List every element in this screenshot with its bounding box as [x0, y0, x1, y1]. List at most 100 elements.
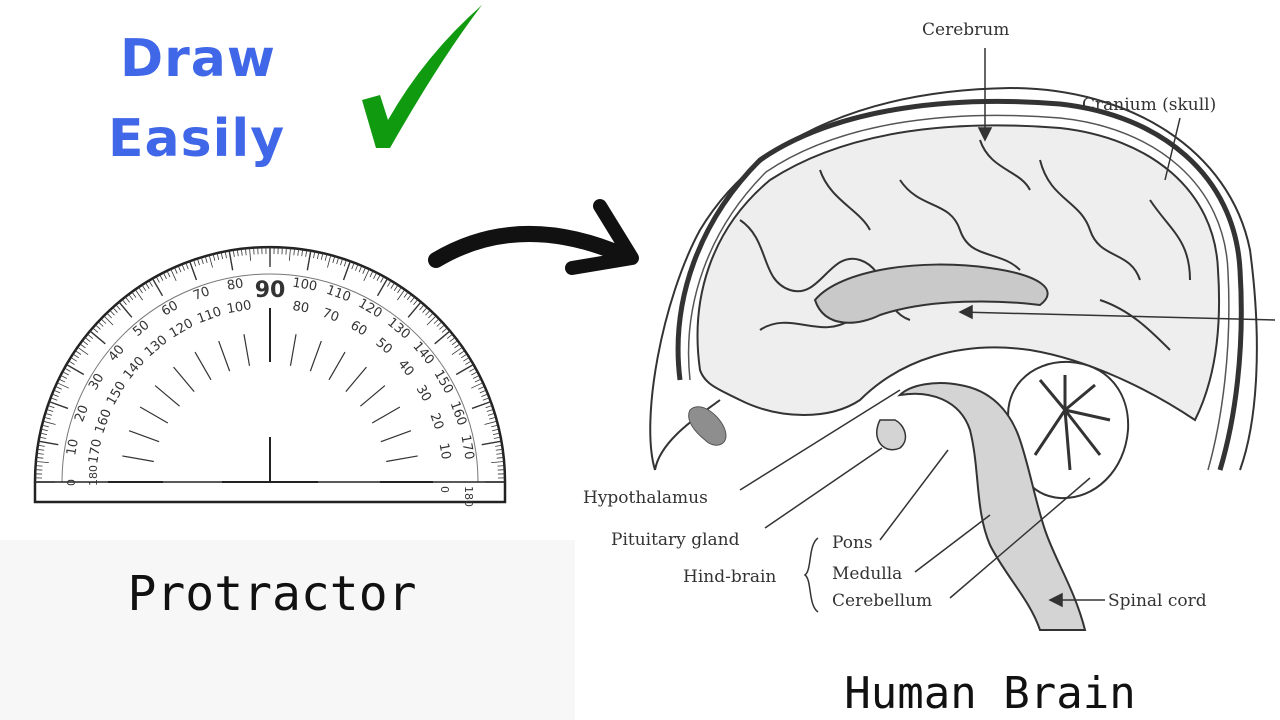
protractor-tick — [387, 280, 392, 287]
protractor-tick — [313, 251, 316, 259]
protractor-tick — [407, 301, 422, 318]
protractor-tick — [141, 284, 147, 292]
protractor-tick — [100, 318, 107, 324]
protractor-scale-label: 10 — [64, 438, 82, 457]
protractor-tick — [125, 296, 130, 303]
headline-line-1: Draw — [120, 29, 276, 89]
protractor-tick — [446, 333, 453, 339]
protractor-tick — [249, 247, 252, 261]
protractor-tick — [41, 424, 49, 428]
protractor-tick — [297, 248, 300, 256]
brain-head-outline — [649, 86, 1258, 471]
protractor-tick — [84, 337, 91, 342]
protractor-tick — [51, 393, 59, 397]
protractor-tick — [220, 252, 223, 260]
protractor-tick — [115, 304, 121, 311]
protractor-tick — [216, 252, 220, 260]
protractor-inner-tick — [328, 351, 346, 381]
curved-arrow-right-icon — [428, 225, 633, 268]
protractor-tick — [492, 432, 500, 435]
protractor-tick — [403, 291, 409, 298]
protractor-tick — [131, 291, 137, 298]
protractor-tick — [422, 307, 428, 313]
label-pons: Pons — [832, 533, 873, 553]
protractor-tick — [97, 321, 104, 327]
protractor-tick — [70, 357, 77, 362]
protractor-tick — [36, 457, 44, 459]
protractor-tick — [138, 286, 143, 294]
protractor-tick — [58, 378, 66, 383]
protractor-tick — [451, 340, 458, 346]
brain-stem — [897, 382, 1087, 631]
protractor-tick — [197, 258, 200, 266]
curved-arrow-head — [565, 199, 639, 275]
protractor-tick — [413, 299, 419, 306]
protractor-tick — [40, 428, 48, 432]
protractor-tick — [185, 262, 189, 270]
protractor-scale-label: 60 — [348, 318, 370, 339]
protractor-tick — [393, 284, 399, 292]
protractor-tick — [166, 270, 171, 278]
protractor-tick — [465, 360, 472, 365]
protractor-inner-tick — [309, 340, 322, 372]
protractor-scale-label: 70 — [191, 284, 212, 304]
protractor-tick — [155, 276, 160, 283]
protractor-tick — [45, 412, 53, 416]
protractor-tick — [406, 294, 412, 301]
protractor-tick — [43, 416, 51, 420]
protractor-tick — [72, 353, 80, 359]
protractor-tick — [332, 255, 336, 263]
protractor-tick — [491, 424, 499, 428]
protractor-tick — [232, 249, 235, 257]
protractor-inner-tick — [243, 334, 251, 366]
protractor-tick — [487, 412, 495, 416]
protractor-inner-tick — [345, 366, 367, 392]
protractor-tick — [68, 360, 75, 365]
protractor-tick — [162, 272, 167, 280]
protractor-tick — [472, 374, 480, 379]
protractor-inner-tick — [360, 385, 386, 407]
protractor-tick — [390, 282, 395, 289]
protractor-tick — [441, 327, 448, 333]
protractor-tick — [79, 343, 86, 349]
protractor-tick — [419, 304, 425, 311]
protractor-tick — [362, 267, 366, 274]
protractor-tick — [463, 357, 470, 362]
cranium-skull-inner — [687, 114, 1230, 471]
protractor-scale-label: 100 — [291, 275, 318, 294]
protractor-tick — [204, 255, 208, 263]
protractor-tick — [212, 253, 216, 261]
protractor-tick — [380, 276, 385, 283]
label-hind-brain: Hind-brain — [683, 567, 776, 587]
eye-socket — [688, 406, 727, 446]
protractor-tick — [481, 393, 489, 397]
protractor-tick — [436, 321, 443, 327]
protractor-tick — [433, 318, 440, 324]
protractor-tick — [224, 251, 227, 259]
protractor-tick — [121, 299, 127, 306]
protractor-tick — [106, 312, 112, 319]
protractor-tick — [363, 268, 370, 281]
protractor-tick — [159, 274, 164, 281]
protractor-tick — [455, 363, 474, 376]
protractor-tick — [355, 263, 359, 271]
protractor-tick — [479, 389, 487, 394]
protractor-tick — [62, 371, 69, 376]
protractor-tick — [496, 457, 504, 459]
protractor-tick — [369, 270, 374, 278]
protractor-tick — [50, 397, 58, 401]
protractor-tick — [118, 301, 133, 318]
brain-face-outline — [654, 399, 721, 471]
protractor-scale-label: 70 — [320, 306, 341, 326]
protractor-ticks — [35, 247, 505, 483]
protractor-tick — [95, 324, 101, 330]
protractor-tick — [439, 324, 445, 330]
protractor-tick — [77, 346, 89, 355]
protractor-tick — [103, 315, 114, 326]
protractor-tick — [35, 461, 49, 464]
protractor-tick — [485, 405, 493, 409]
protractor-tick — [428, 312, 434, 319]
protractor-tick — [426, 315, 437, 326]
protractor-tick — [240, 248, 243, 256]
